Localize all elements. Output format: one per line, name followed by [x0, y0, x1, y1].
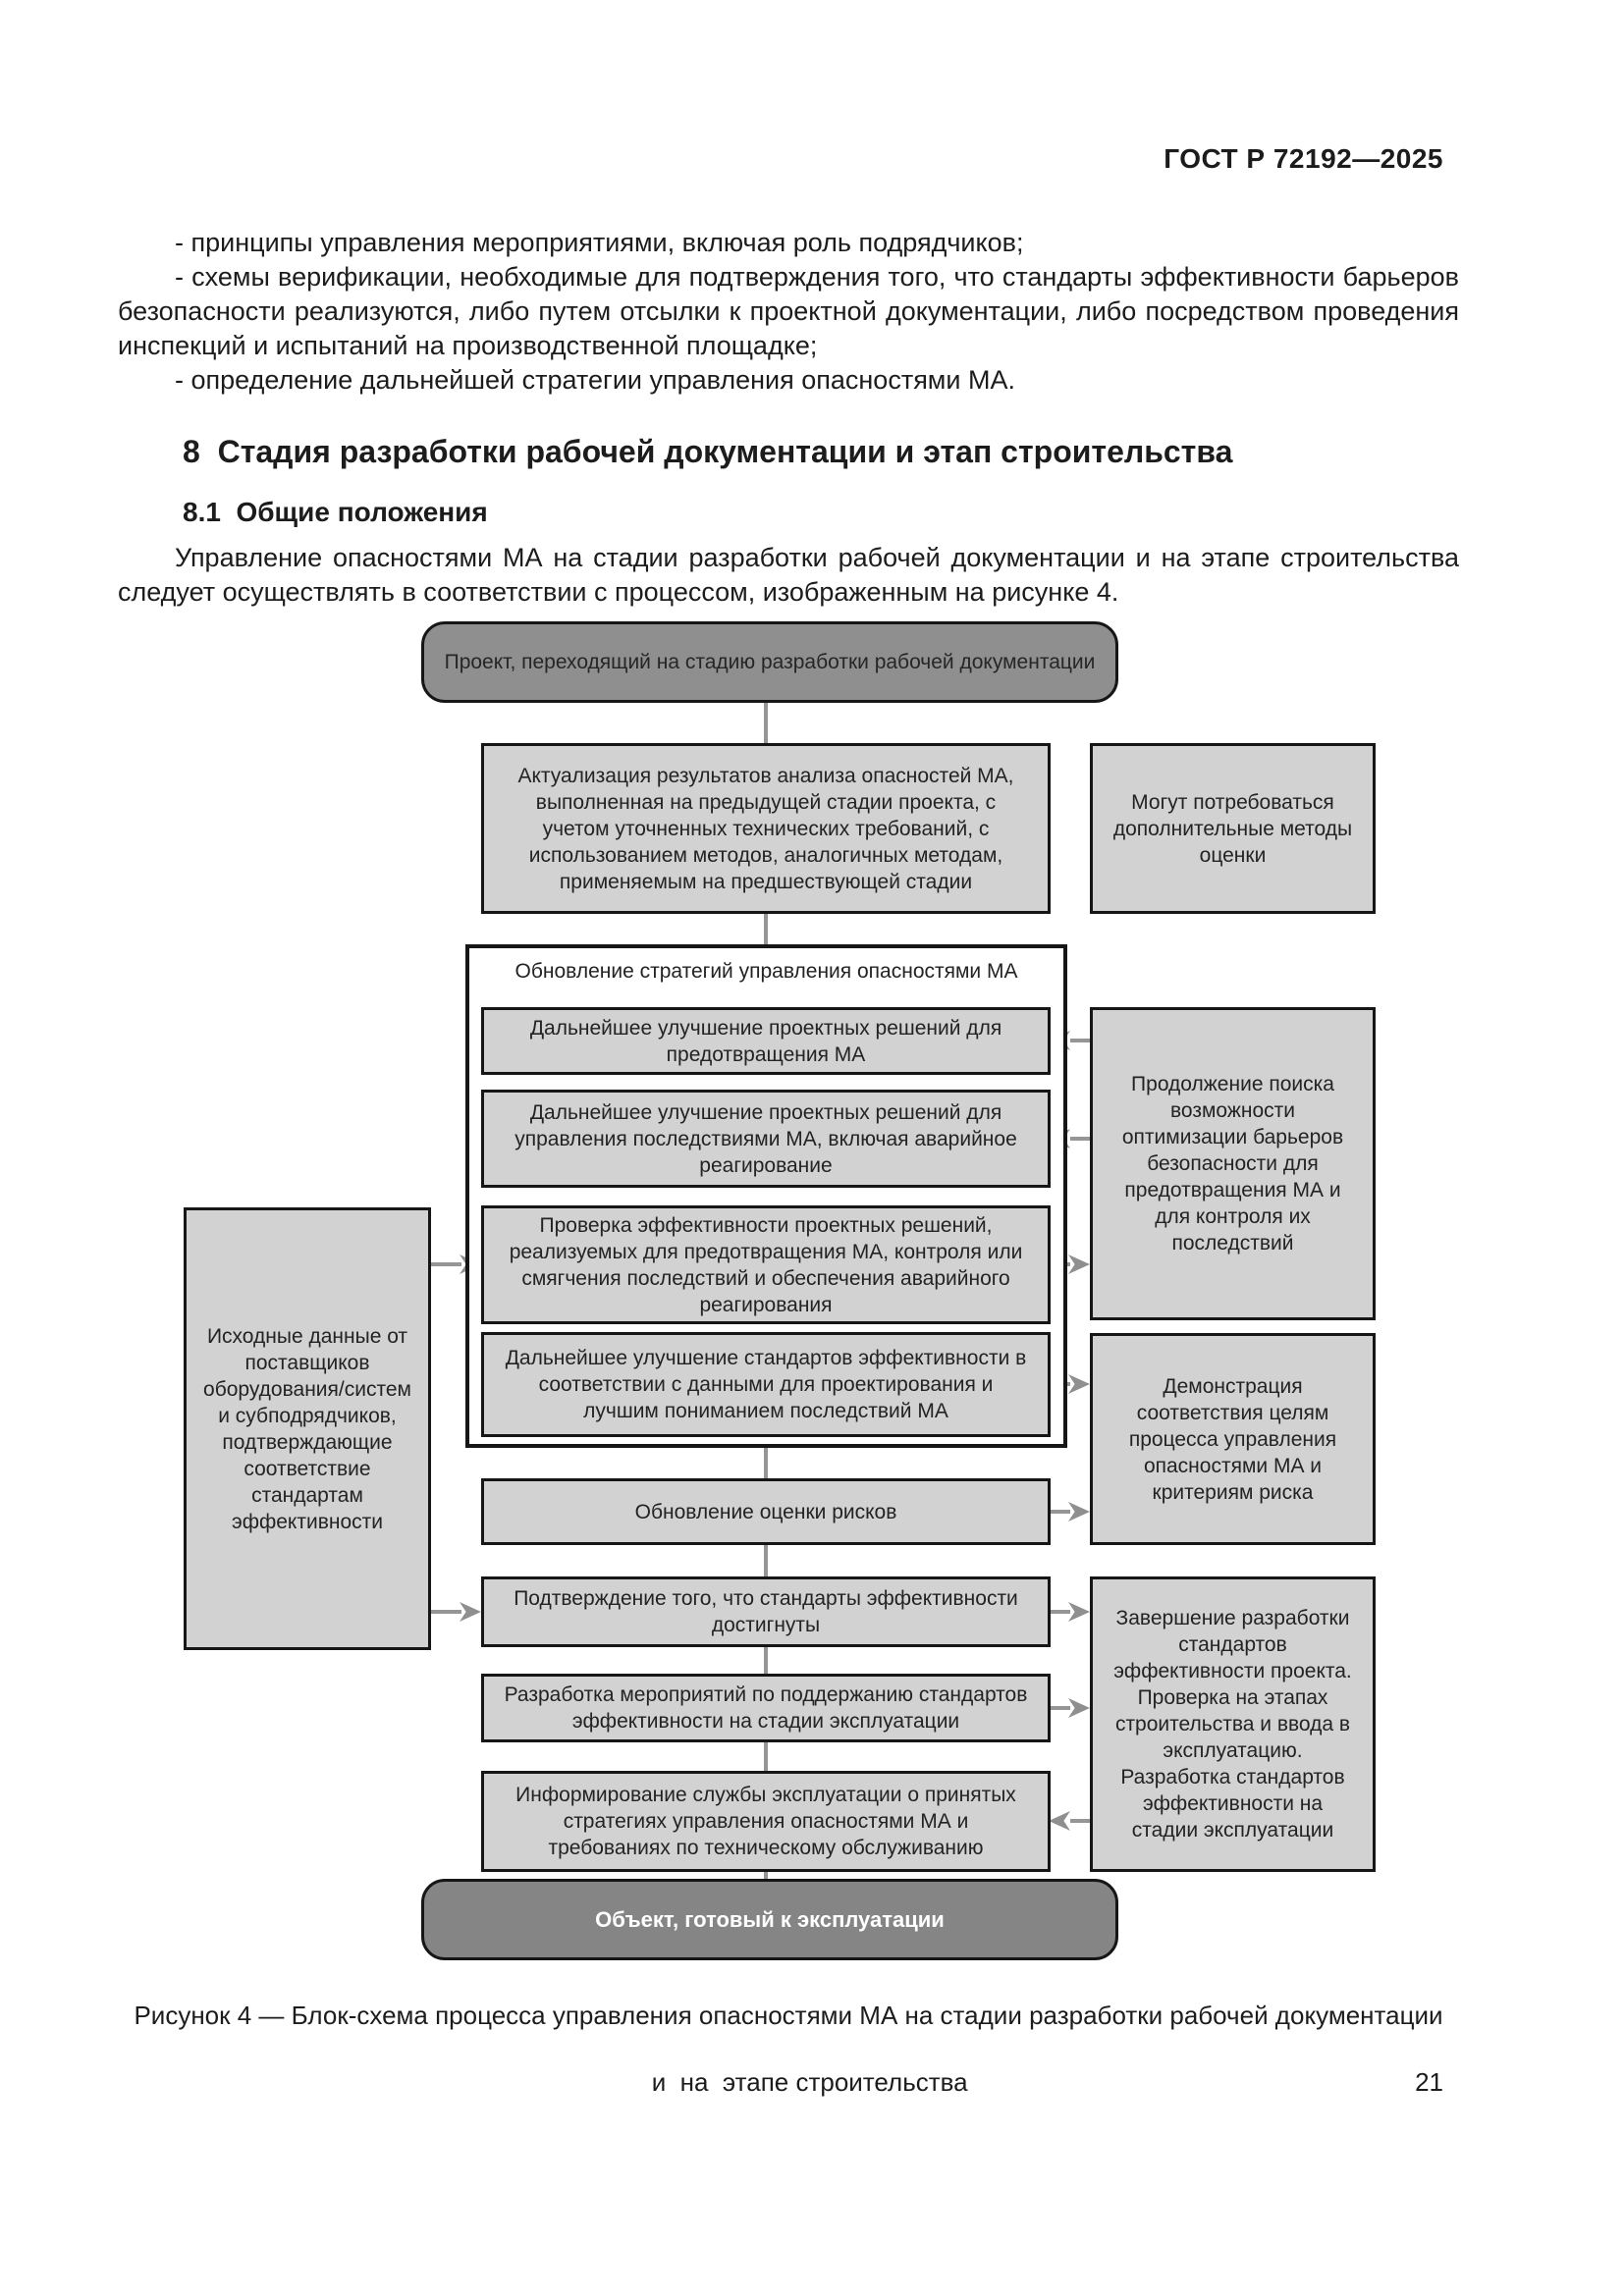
flow-node-demonstrate-compliance: Демонстрация соответствия целям процесса…: [1090, 1333, 1376, 1545]
flow-node-complete-standards: Завершение разработки стандартов эффекти…: [1090, 1576, 1376, 1872]
bullet-item-2: - схемы верификации, необходимые для под…: [118, 262, 1459, 360]
section-heading: 8 Стадия разработки рабочей документации…: [183, 434, 1233, 469]
figure-caption-line2: и на этапе строительства: [651, 2067, 968, 2097]
flow-node-develop-measures: Разработка мероприятий по поддержанию ст…: [481, 1674, 1051, 1742]
connector-line: [764, 1742, 768, 1772]
flow-node-additional-methods: Могут потребоваться дополнительные метод…: [1090, 743, 1376, 914]
connector-line: [430, 1262, 461, 1266]
connector-line: [764, 1437, 768, 1479]
flow-node-end: Объект, готовый к эксплуатации: [421, 1879, 1118, 1960]
connector-line: [1070, 1039, 1090, 1042]
connector-line: [1070, 1819, 1090, 1823]
arrowhead-right-icon: [460, 1602, 481, 1622]
flow-node-start: Проект, переходящий на стадию разработки…: [421, 621, 1118, 703]
flow-node-improve-standards: Дальнейшее улучшение стандартов эффектив…: [481, 1332, 1051, 1437]
bullet-list: - принципы управления мероприятиями, вкл…: [118, 226, 1459, 398]
arrowhead-right-icon: [1068, 1602, 1090, 1622]
document-number: ГОСТ Р 72192—2025: [1164, 143, 1443, 174]
subsection-heading: 8.1 Общие положения: [183, 497, 488, 527]
flow-node-confirm-standards: Подтверждение того, что стандарты эффект…: [481, 1576, 1051, 1647]
figure-caption-line1: Рисунок 4 — Блок-схема процесса управлен…: [134, 2001, 1443, 2030]
connector-line: [764, 1872, 768, 1880]
arrowhead-left-icon: [1049, 1811, 1070, 1831]
connector-line: [1050, 1706, 1070, 1710]
connector-line: [430, 1610, 461, 1614]
flow-node-update-analysis: Актуализация результатов анализа опаснос…: [481, 743, 1051, 914]
arrowhead-right-icon: [1068, 1698, 1090, 1718]
connector-line: [764, 1647, 768, 1675]
connector-line: [1050, 1610, 1070, 1614]
arrowhead-right-icon: [1068, 1255, 1090, 1274]
figure-caption: Рисунок 4 — Блок-схема процесса управлен…: [118, 1999, 1459, 2132]
bullet-item-1: - принципы управления мероприятиями, вкл…: [175, 228, 1024, 257]
intro-paragraph-text: Управление опасностями МА на стадии разр…: [118, 543, 1459, 607]
flow-group-title: Обновление стратегий управления опасност…: [514, 960, 1018, 983]
connector-line: [764, 1545, 768, 1577]
flow-node-inform-operations: Информирование службы эксплуатации о при…: [481, 1771, 1051, 1872]
flow-node-update-risk: Обновление оценки рисков: [481, 1478, 1051, 1545]
connector-line: [764, 914, 768, 945]
flow-node-verify-effectiveness: Проверка эффективности проектных решений…: [481, 1205, 1051, 1324]
intro-paragraph: Управление опасностями МА на стадии разр…: [118, 541, 1459, 610]
arrowhead-right-icon: [1068, 1502, 1090, 1522]
arrowhead-right-icon: [1068, 1374, 1090, 1394]
page-number: 21: [1415, 2067, 1443, 2097]
connector-line: [764, 703, 768, 744]
flow-node-continue-optimization: Продолжение поиска возможности оптимизац…: [1090, 1007, 1376, 1320]
bullet-item-3: - определение дальнейшей стратегии управ…: [175, 365, 1015, 395]
connector-line: [1070, 1137, 1090, 1141]
flow-node-improve-consequences: Дальнейшее улучшение проектных решений д…: [481, 1090, 1051, 1188]
flow-node-input-data: Исходные данные от поставщиков оборудова…: [184, 1207, 431, 1650]
connector-line: [1050, 1510, 1070, 1514]
flow-node-improve-prevention: Дальнейшее улучшение проектных решений д…: [481, 1007, 1051, 1075]
